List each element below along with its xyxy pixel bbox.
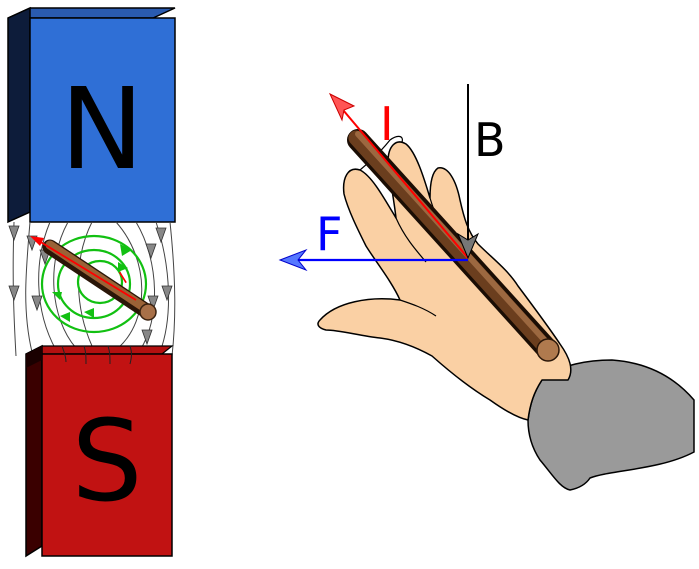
south-top-field-marks (61, 345, 132, 365)
field-label: B (474, 113, 506, 167)
wire-current-arrow (30, 236, 137, 301)
south-pole-block (25, 344, 174, 558)
field-arrow (456, 84, 480, 260)
sleeve (527, 359, 695, 491)
south-label: S (71, 397, 142, 527)
hand-palm (317, 141, 572, 421)
wire-rod (42, 239, 157, 321)
force-label: F (316, 207, 342, 261)
field-arrowheads (8, 225, 173, 346)
north-pole-block (7, 6, 176, 224)
current-label: I (380, 97, 394, 151)
wire-field-arrowheads (52, 244, 132, 322)
left-hand-rule: I B F (278, 84, 695, 491)
force-arrow (278, 248, 468, 272)
north-label: N (60, 65, 144, 195)
wire-field-circles (40, 234, 148, 334)
magnet-assembly: I N S (7, 6, 176, 558)
current-arrow (328, 92, 469, 259)
